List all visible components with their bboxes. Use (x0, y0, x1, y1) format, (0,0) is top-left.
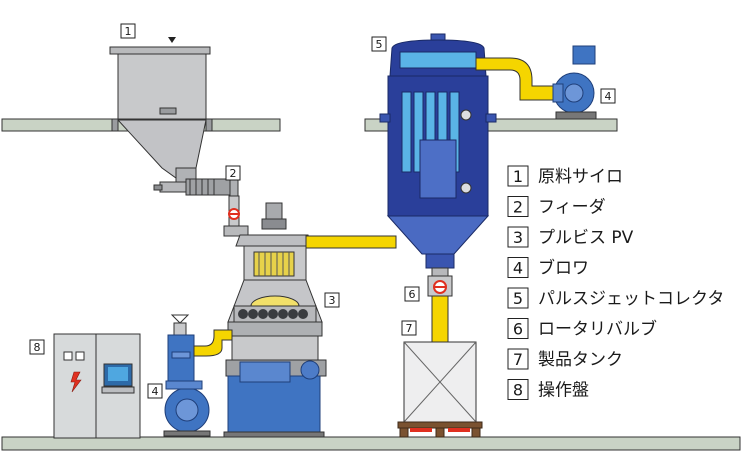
callout-8-number: 8 (34, 341, 41, 354)
callout-7: 7 (401, 320, 417, 336)
legend-number: 4 (513, 259, 523, 278)
callout-3: 3 (324, 292, 340, 308)
legend-item: 8 操作盤 (507, 379, 589, 401)
raw-material-silo (109, 37, 213, 183)
callout-1-number: 1 (125, 25, 132, 38)
legend-number: 6 (513, 320, 523, 339)
ground-floor (1, 436, 741, 451)
control-panel (53, 333, 141, 439)
legend: 1 原料サイロ 2 フィーダ 3 プルビス PV 4 ブロワ 5 パルスジェットコレクタ 6 ロータリ… (507, 165, 724, 401)
callout-2: 2 (225, 165, 241, 181)
legend-item: 3 プルビス PV (507, 226, 634, 248)
callout-2-number: 2 (230, 167, 237, 180)
pulse-jet-collector (379, 33, 497, 269)
legend-item: 7 製品タンク (507, 348, 623, 370)
product-tank (397, 341, 483, 438)
legend-number: 3 (513, 228, 523, 247)
callout-6: 6 (404, 286, 420, 302)
legend-item: 4 ブロワ (507, 257, 589, 279)
legend-label: パルスジェットコレクタ (538, 289, 724, 309)
legend-item: 1 原料サイロ (507, 165, 623, 187)
callout-layer: 1 2 3 4 4 5 6 7 8 (29, 23, 616, 399)
legend-label: 操作盤 (538, 381, 589, 401)
legend-item: 6 ロータリバルブ (507, 318, 657, 340)
callout-6-number: 6 (409, 288, 416, 301)
exhaust-fan (552, 45, 597, 120)
legend-number: 1 (513, 167, 523, 186)
callout-4-fan-number: 4 (605, 90, 612, 103)
legend-number: 8 (513, 381, 523, 400)
feeder (153, 177, 249, 237)
callout-7-number: 7 (406, 322, 413, 335)
legend-label: プルビス PV (538, 228, 634, 248)
legend-label: フィーダ (538, 198, 606, 218)
legend-label: 製品タンク (538, 350, 623, 370)
callout-8: 8 (29, 339, 45, 355)
rotary-valve (427, 267, 453, 343)
callout-5-number: 5 (376, 38, 383, 51)
callout-4-blower: 4 (147, 383, 163, 399)
legend-number: 2 (513, 198, 523, 217)
legend-item: 5 パルスジェットコレクタ (507, 287, 724, 309)
legend-label: ブロワ (538, 258, 589, 279)
callout-1: 1 (120, 23, 136, 39)
pulvis-mill (223, 202, 327, 438)
mill-to-collector-duct (305, 235, 397, 249)
callout-3-number: 3 (329, 294, 336, 307)
blower-lower (163, 314, 233, 437)
legend-label: ロータリバルブ (538, 319, 657, 340)
legend-item: 2 フィーダ (507, 196, 606, 218)
legend-number: 5 (513, 289, 523, 308)
callout-4-fan: 4 (600, 88, 616, 104)
callout-4-blower-number: 4 (152, 385, 159, 398)
legend-number: 7 (513, 350, 523, 369)
callout-5: 5 (371, 36, 387, 52)
legend-label: 原料サイロ (538, 167, 623, 187)
